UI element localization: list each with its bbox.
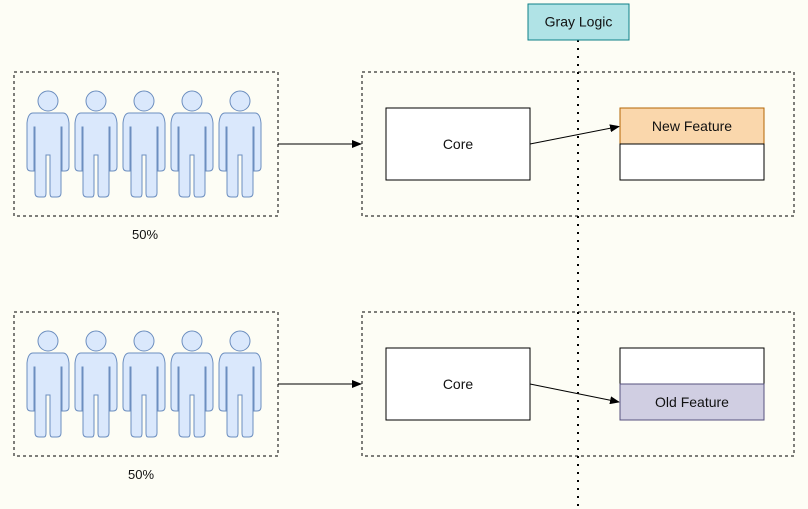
service-container <box>361 311 795 457</box>
person-icon <box>218 90 262 198</box>
person-icon <box>170 90 214 198</box>
users-percent-label: 50% <box>128 467 154 482</box>
person-icon <box>218 330 262 438</box>
person-icon <box>26 330 70 438</box>
person-icon <box>26 90 70 198</box>
empty-feature-slot <box>619 143 765 181</box>
users-percent-label: 50% <box>132 227 158 242</box>
core-to-feature-arrow <box>529 383 620 405</box>
core-label: Core <box>443 376 474 392</box>
person-icon <box>122 330 166 438</box>
group-new-feature: 50% Core New Feature <box>13 71 795 242</box>
core-label: Core <box>443 136 474 152</box>
person-icon <box>74 90 118 198</box>
service-container <box>361 71 795 217</box>
person-icon <box>122 90 166 198</box>
core-box <box>385 107 531 181</box>
old-feature-box <box>619 383 765 421</box>
empty-feature-slot <box>619 347 765 385</box>
users-group <box>26 90 262 198</box>
users-group <box>26 330 262 438</box>
person-icon <box>74 330 118 438</box>
group-old-feature: 50% Core Old Feature <box>13 311 795 482</box>
person-icon <box>170 330 214 438</box>
gray-logic-box: Gray Logic <box>527 3 630 41</box>
new-feature-label: New Feature <box>652 118 732 134</box>
core-box <box>385 347 531 421</box>
core-to-feature-arrow <box>529 124 620 145</box>
old-feature-label: Old Feature <box>655 394 729 410</box>
new-feature-box <box>619 107 765 145</box>
gray-logic-label: Gray Logic <box>545 14 613 30</box>
